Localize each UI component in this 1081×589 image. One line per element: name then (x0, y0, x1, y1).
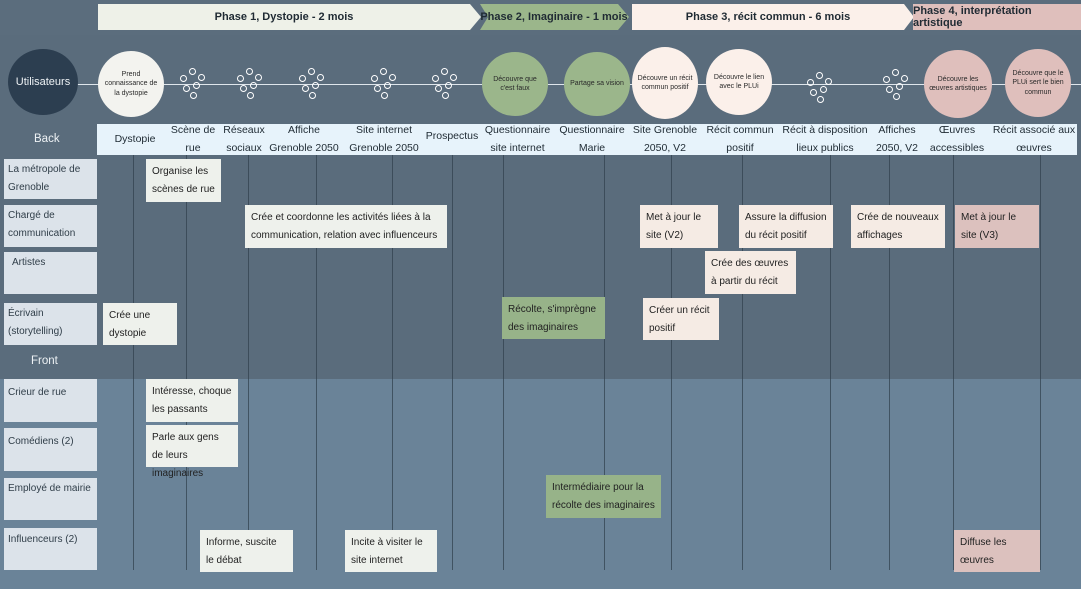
user-step-oeuvres: Découvre les œuvres artistiques (924, 50, 992, 118)
phase-2-arrow (480, 4, 629, 30)
column-header-affiches-v2: Affiches 2050, V2 (875, 124, 919, 154)
column-header-recit-commun: Récit commun positif (706, 124, 774, 154)
phase-arrows (98, 4, 1081, 30)
bubbles-icon (431, 67, 459, 101)
column-line (889, 155, 890, 570)
column-line (316, 155, 317, 570)
user-step-recit-commun: Découvre un récit commun positif (632, 47, 698, 119)
user-journey-line (35, 84, 1081, 85)
column-header-oeuvres-accessibles: Œuvres accessibles (929, 124, 985, 154)
card-diffusion-recit: Assure la diffusion du récit positif (739, 205, 833, 248)
user-step-bien-commun: Découvre que le PLUi sert le bien commun (1005, 49, 1071, 117)
column-line (1040, 155, 1041, 570)
column-header-questionnaire-site: Questionnaire site internet (484, 124, 551, 154)
column-line (392, 155, 393, 570)
user-step-dystopie: Prend connaissance de la dystopie (98, 51, 164, 117)
phase-1-label: Phase 1, Dystopie - 2 mois (214, 11, 354, 23)
column-line (133, 155, 134, 570)
column-line (604, 155, 605, 570)
row-label-ecrivain: Écrivain (storytelling) (4, 303, 97, 345)
card-oeuvres-recit: Crée des œuvres à partir du récit (705, 251, 796, 294)
column-header-site-internet: Site internet Grenoble 2050 (349, 124, 419, 154)
phase-3-label: Phase 3, récit commun - 6 mois (685, 11, 851, 23)
card-nouveaux-affichages: Crée de nouveaux affichages (851, 205, 945, 248)
phase-4-arrow (913, 4, 1081, 30)
row-label-metropole: La métropole de Grenoble (4, 159, 97, 199)
column-header-recit-oeuvres: Récit associé aux œuvres (992, 124, 1076, 154)
bubbles-icon (298, 67, 326, 101)
column-line (503, 155, 504, 570)
column-header-recit-lieux-publics: Récit à disposition lieux publics (782, 124, 868, 154)
phase-2-label: Phase 2, Imaginaire - 1 mois (480, 11, 628, 23)
column-header-scene-de-rue: Scène de rue (170, 124, 216, 154)
phase-1-arrow (98, 4, 481, 30)
row-label-crieur: Crieur de rue (4, 379, 97, 422)
column-header-prospectus: Prospectus (425, 130, 479, 142)
row-label-artistes: Artistes (4, 252, 97, 294)
user-step-plui: Découvre le lien avec le PLUi (706, 49, 772, 115)
card-recolte-imaginaires: Récolte, s'imprègne des imaginaires (502, 297, 605, 339)
user-step-faux: Découvre que c'est faux (482, 52, 548, 116)
column-header-affiche-2050: Affiche Grenoble 2050 (269, 124, 339, 154)
column-header-reseaux-sociaux: Réseaux sociaux (223, 124, 265, 154)
card-parle-imaginaires: Parle aux gens de leurs imaginaires (146, 425, 238, 479)
column-header-questionnaire-marie: Questionnaire Marie (559, 124, 625, 154)
card-maj-site-v2: Met à jour le site (V2) (640, 205, 718, 248)
card-organise-scenes: Organise les scènes de rue (146, 159, 221, 202)
phase-3-arrow (632, 4, 914, 30)
card-interesse-passants: Intéresse, choque les passants (146, 379, 238, 422)
column-line (953, 155, 954, 570)
column-line (671, 155, 672, 570)
user-step-vision: Partage sa vision (564, 52, 630, 116)
row-label-employe-mairie: Employé de mairie (4, 478, 97, 520)
bubbles-icon (806, 71, 834, 105)
column-line (742, 155, 743, 570)
front-section-label: Front (31, 355, 58, 367)
card-coordonne-communication: Crée et coordonne les activités liées à … (245, 205, 447, 248)
phase-4-label: Phase 4, interprétation artistique (913, 5, 1032, 29)
column-header-site-v2: Site Grenoble 2050, V2 (632, 124, 698, 154)
card-maj-site-v3: Met à jour le site (V3) (955, 205, 1039, 248)
bubbles-icon (236, 67, 264, 101)
back-section-label: Back (34, 133, 60, 145)
column-line (830, 155, 831, 570)
card-diffuse-oeuvres: Diffuse les œuvres (954, 530, 1040, 572)
bubbles-icon (370, 67, 398, 101)
card-cree-dystopie: Crée une dystopie (103, 303, 177, 345)
card-intermediaire-recolte: Intermédiaire pour la récolte des imagin… (546, 475, 661, 518)
card-informe-debat: Informe, suscite le débat (200, 530, 293, 572)
row-label-charge-communication: Chargé de communication (4, 205, 97, 247)
column-header-strip (97, 124, 1077, 155)
row-label-comediens: Comédiens (2) (4, 428, 97, 471)
column-line (186, 155, 187, 570)
bubbles-icon (179, 67, 207, 101)
column-line (452, 155, 453, 570)
card-incite-site: Incite à visiter le site internet (345, 530, 437, 572)
column-header-dystopie: Dystopie (114, 133, 156, 145)
users-lane-label: Utilisateurs (8, 49, 78, 115)
bubbles-icon (882, 68, 910, 102)
card-recit-positif: Créer un récit positif (643, 298, 719, 340)
row-label-influenceurs: Influenceurs (2) (4, 528, 97, 570)
column-line (248, 155, 249, 570)
